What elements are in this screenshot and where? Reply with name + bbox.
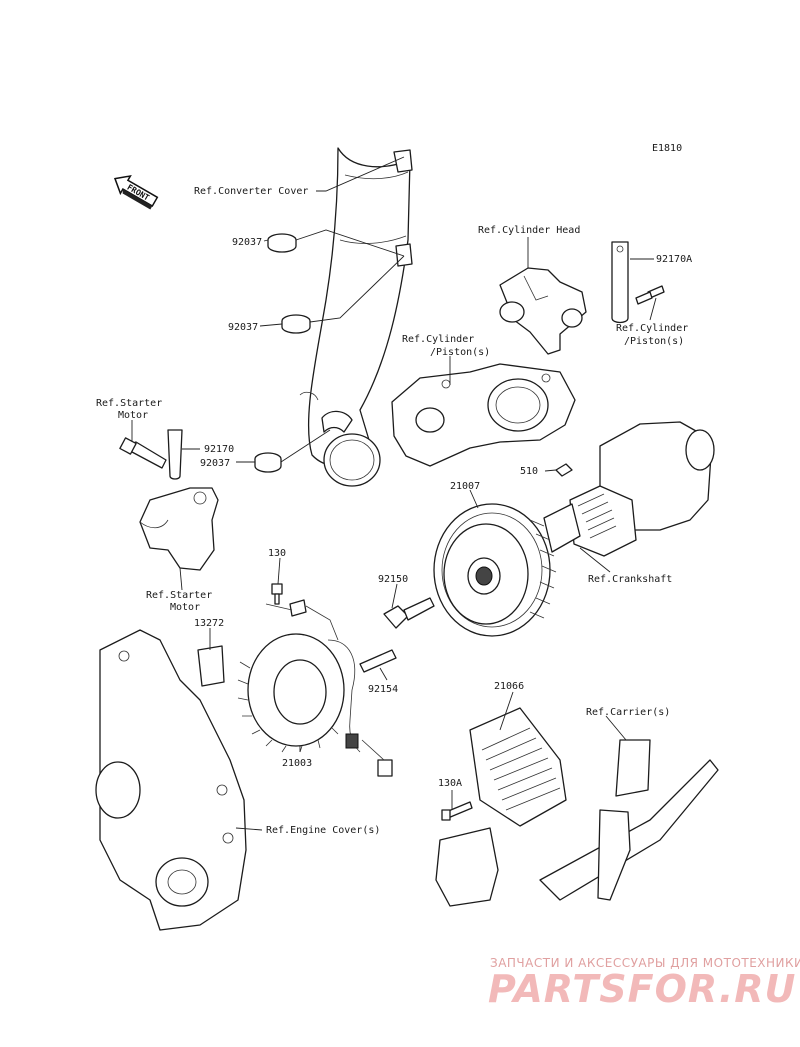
bolt-92150 [383,597,435,629]
stator-21003 [237,633,393,777]
label-ref-cylinder-head: Ref.Cylinder Head [478,225,580,236]
watermark-brand: PARTSFOR.RU [488,967,796,1011]
regulator-21066 [469,707,567,827]
diagram-code: E1810 [652,143,682,154]
clamp-band-92170a [611,241,629,324]
frame-carrier [435,739,719,907]
label-ref-starter-top-1: Ref.Starter [96,398,162,409]
label-ref-cylinder-right-2: /Piston(s) [624,336,684,347]
label-130a: 130A [438,778,462,789]
label-21066: 21066 [494,681,524,692]
label-92170: 92170 [204,444,234,455]
bolt-92154 [359,649,397,673]
label-92170a: 92170A [656,254,692,265]
label-ref-starter-top-2: Motor [118,410,148,421]
label-92154: 92154 [368,684,398,695]
bolt-starter-92170 [119,437,167,469]
bolt-130a [441,801,473,821]
cylinder-head [499,267,587,355]
label-ref-starter-bottom-1: Ref.Starter [146,590,212,601]
label-92037-a: 92037 [232,237,262,248]
watermark-tagline: ЗАПЧАСТИ И АКСЕССУАРЫ ДЛЯ МОТОТЕХНИКИ [490,956,800,970]
label-130: 130 [268,548,286,559]
clamp-92037-a [267,233,297,253]
label-ref-cylinder-right-1: Ref.Cylinder [616,323,688,334]
wire-harness-clip [265,599,339,641]
label-ref-starter-bottom-2: Motor [170,602,200,613]
label-ref-crankshaft: Ref.Crankshaft [588,574,672,585]
label-510: 510 [520,466,538,477]
label-21007: 21007 [450,481,480,492]
label-ref-cylinder-left-1: Ref.Cylinder [402,334,474,345]
label-ref-engine-cover: Ref.Engine Cover(s) [266,825,380,836]
cylinder-piston [391,363,576,467]
bracket-13272 [197,645,225,687]
crankshaft [543,421,715,557]
bolt-130 [271,583,283,605]
leader-lines [131,156,657,831]
label-13272: 13272 [194,618,224,629]
label-ref-converter-cover: Ref.Converter Cover [194,186,308,197]
starter-motor-housing [139,487,219,571]
label-92150: 92150 [378,574,408,585]
clamp-92037-c [254,452,282,473]
bolt-upper-right [635,285,665,305]
engine-cover [95,629,247,931]
front-arrow-icon: FRONT [113,174,159,210]
label-ref-cylinder-left-2: /Piston(s) [430,347,490,358]
label-92037-c: 92037 [200,458,230,469]
label-ref-carrier: Ref.Carrier(s) [586,707,670,718]
label-21003: 21003 [282,758,312,769]
clamp-92037-b [281,314,311,334]
rotor-21007 [433,503,557,637]
label-92037-b: 92037 [228,322,258,333]
strap-92170 [167,429,183,480]
